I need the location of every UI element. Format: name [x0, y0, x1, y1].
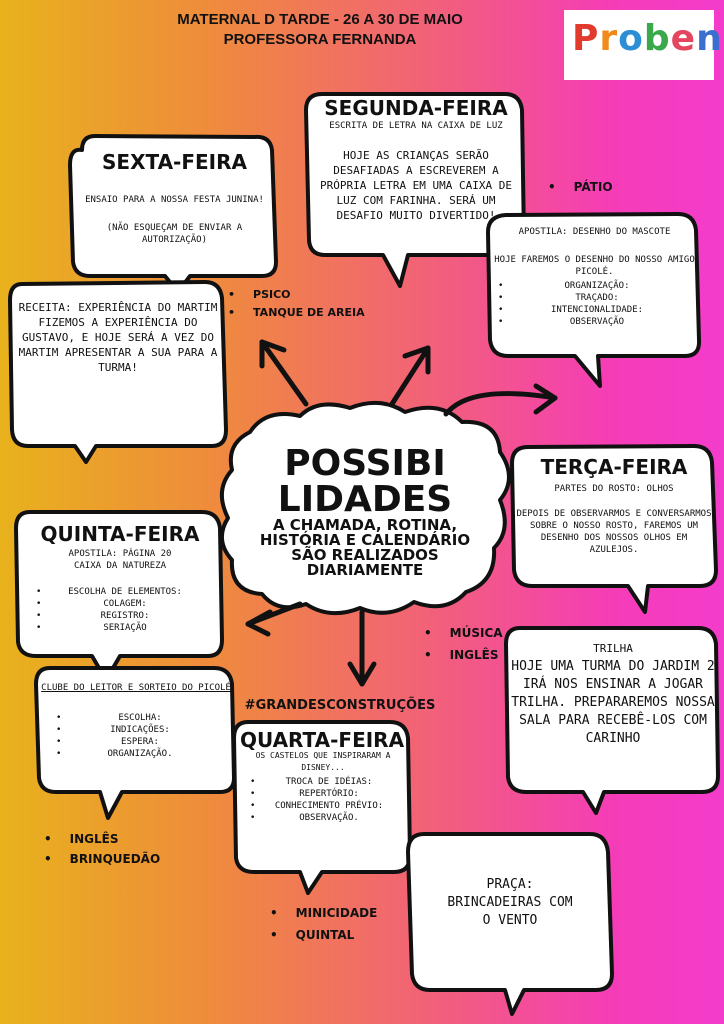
- bullet-patio: PÁTIO: [548, 180, 613, 194]
- center-title-line2: LIDADES: [277, 479, 453, 520]
- segunda-l5: DESAFIO MUITO DIVERTIDO!: [336, 209, 496, 222]
- header-line2: PROFESSORA FERNANDA: [223, 31, 417, 48]
- sexta-line1: ENSAIO PARA A NOSSA FESTA JUNINA!: [85, 195, 264, 205]
- list-item: COLAGEM:: [36, 598, 210, 610]
- sexta-title: SEXTA-FEIRA: [102, 150, 247, 174]
- sexta-line2: (NÃO ESQUEÇAM DE ENVIAR A: [106, 223, 243, 233]
- list-item: TROCA DE IDÉIAS:: [250, 776, 404, 788]
- bullet-musica: MÚSICA: [424, 626, 503, 640]
- header-line1: MATERNAL D TARDE - 26 A 30 DE MAIO: [177, 11, 463, 28]
- logo-letter: e: [670, 18, 697, 59]
- segunda-subtitle: ESCRITA DE LETRA NA CAIXA DE LUZ: [329, 121, 503, 131]
- bullet-ingles-right: INGLÊS: [424, 648, 499, 662]
- list-item: TRAÇADO:: [498, 292, 692, 304]
- praca-l2: BRINCADEIRAS COM: [447, 895, 573, 910]
- list-item: SERIAÇÃO: [36, 622, 210, 634]
- quinta-l1: APOSTILA: PÁGINA 20: [68, 549, 172, 559]
- praca-text: PRAÇA: BRINCADEIRAS COM O VENTO: [412, 876, 608, 930]
- center-sub3: SÃO REALIZADOS: [291, 546, 439, 564]
- list-item: INTENCIONALIDADE:: [498, 304, 692, 316]
- segunda-l1: HOJE AS CRIANÇAS SERÃO: [343, 149, 489, 162]
- receita-l1: RECEITA: EXPERIÊNCIA DO MARTIM: [18, 301, 218, 314]
- segunda-l4: LUZ COM FARINHA. SERÁ UM: [336, 194, 496, 207]
- logo-letter: r: [599, 18, 619, 59]
- segunda-text: HOJE AS CRIANÇAS SERÃO DESAFIADAS A ESCR…: [310, 148, 522, 223]
- logo-letter: b: [643, 18, 671, 59]
- bullet-tanque: TANQUE DE AREIA: [228, 306, 365, 319]
- mascote-list: ORGANIZAÇÃO: TRAÇADO: INTENCIONALIDADE: …: [498, 280, 692, 328]
- bullet-brinquedao: BRINQUEDÃO: [44, 852, 161, 866]
- trilha-l1: TRILHA: [593, 642, 633, 655]
- trilha-text: TRILHA HOJE UMA TURMA DO JARDIM 2 IRÁ NO…: [510, 640, 716, 748]
- list-item: ORGANIZAÇÃO.: [56, 748, 220, 760]
- center-sub2: HISTÓRIA E CALENDÁRIO: [259, 531, 471, 549]
- terca-subtitle: PARTES DO ROSTO: OLHOS: [554, 484, 674, 494]
- mascote-title: APOSTILA: DESENHO DO MASCOTE: [518, 227, 671, 237]
- receita-l4: MARTIM APRESENTAR A SUA PARA A: [18, 346, 218, 359]
- list-item: ESCOLHA:: [56, 712, 220, 724]
- bullet-psico: PSICO: [228, 288, 291, 301]
- quarta-title: QUARTA-FEIRA: [239, 728, 405, 752]
- clube-list: ESCOLHA: INDICAÇÕES: ESPERA: ORGANIZAÇÃO…: [56, 712, 220, 760]
- bubble-sexta: [68, 134, 278, 294]
- bullet-minicidade: MINICIDADE: [270, 906, 378, 920]
- quinta-list: ESCOLHA DE ELEMENTOS: COLAGEM: REGISTRO:…: [36, 586, 210, 634]
- receita-l3: GUSTAVO, E HOJE SERÁ A VEZ DO: [21, 331, 215, 344]
- receita-text: RECEITA: EXPERIÊNCIA DO MARTIM FIZEMOS A…: [14, 300, 222, 375]
- quarta-subtitle: OS CASTELOS QUE INSPIRARAM A DISNEY...: [255, 751, 391, 772]
- mascote-l2: PICOLÉ.: [575, 267, 614, 277]
- list-item: ESCOLHA DE ELEMENTOS:: [36, 586, 210, 598]
- quarta-hashtag: #GRANDESCONSTRUÇÕES: [244, 698, 436, 713]
- clube-title: CLUBE DO LEITOR E SORTEIO DO PICOLÉ: [41, 683, 231, 693]
- bullet-quintal: QUINTAL: [270, 928, 355, 942]
- list-item: REPERTÓRIO:: [250, 788, 404, 800]
- terca-l1: DEPOIS DE OBSERVARMOS E CONVERSARMOS: [516, 509, 712, 519]
- terca-title: TERÇA-FEIRA: [540, 455, 688, 479]
- trilha-l3: IRÁ NOS ENSINAR A JOGAR: [522, 677, 703, 692]
- trilha-l2: HOJE UMA TURMA DO JARDIM 2: [511, 659, 715, 674]
- mascote-l1: HOJE FAREMOS O DESENHO DO NOSSO AMIGO: [494, 255, 695, 265]
- terca-l2: SOBRE O NOSSO ROSTO, FAREMOS UM: [530, 521, 698, 531]
- quinta-l2: CAIXA DA NATUREZA: [73, 561, 167, 571]
- praca-l1: PRAÇA:: [486, 877, 534, 892]
- praca-l3: O VENTO: [482, 913, 538, 928]
- bubble-receita: [8, 280, 228, 464]
- quinta-title: QUINTA-FEIRA: [40, 522, 200, 546]
- logo-text: Proben: [572, 18, 723, 59]
- receita-l2: FIZEMOS A EXPERIÊNCIA DO: [38, 316, 198, 329]
- logo-letter: n: [696, 18, 723, 59]
- terca-l3: DESENHO DOS NOSSOS OLHOS EM AZULEJOS.: [540, 533, 688, 555]
- bullet-ingles-left: INGLÊS: [44, 832, 119, 846]
- list-item: ORGANIZAÇÃO:: [498, 280, 692, 292]
- center-title-line1: POSSIBI: [284, 443, 446, 484]
- trilha-l5: SALA PARA RECEBÊ-LOS COM: [519, 713, 707, 728]
- trilha-l6: CARINHO: [585, 731, 641, 746]
- center-text: POSSIBI LIDADES A CHAMADA, ROTINA, HISTÓ…: [234, 446, 496, 578]
- center-sub1: A CHAMADA, ROTINA,: [272, 516, 458, 534]
- list-item: CONHECIMENTO PRÉVIO:: [250, 800, 404, 812]
- list-item: REGISTRO:: [36, 610, 210, 622]
- quarta-list: TROCA DE IDÉIAS: REPERTÓRIO: CONHECIMENT…: [250, 776, 404, 824]
- list-item: ESPERA:: [56, 736, 220, 748]
- bubble-terca: [510, 444, 718, 614]
- logo-letter: o: [618, 18, 644, 59]
- segunda-l2: DESAFIADAS A ESCREVEREM A: [333, 164, 499, 177]
- list-item: OBSERVAÇÃO: [498, 316, 692, 328]
- proben-logo: Proben: [564, 10, 722, 80]
- bubble-segunda: [304, 92, 526, 288]
- bubble-praca: [406, 832, 614, 1016]
- sexta-line3: AUTORIZAÇÃO): [141, 235, 208, 245]
- receita-l5: TURMA!: [98, 361, 138, 374]
- logo-letter: P: [572, 18, 600, 59]
- segunda-title: SEGUNDA-FEIRA: [324, 96, 508, 120]
- center-sub4: DIARIAMENTE: [306, 561, 424, 579]
- list-item: INDICAÇÕES:: [56, 724, 220, 736]
- page-header: MATERNAL D TARDE - 26 A 30 DE MAIO PROFE…: [0, 10, 640, 50]
- terca-text: DEPOIS DE OBSERVARMOS E CONVERSARMOS SOB…: [514, 508, 714, 556]
- bubble-trilha: [504, 626, 720, 815]
- list-item: OBSERVAÇÃO.: [250, 812, 404, 824]
- segunda-l3: PRÓPRIA LETRA EM UMA CAIXA DE: [319, 179, 513, 192]
- trilha-l4: TRILHA. PREPARAREMOS NOSSA: [511, 695, 715, 710]
